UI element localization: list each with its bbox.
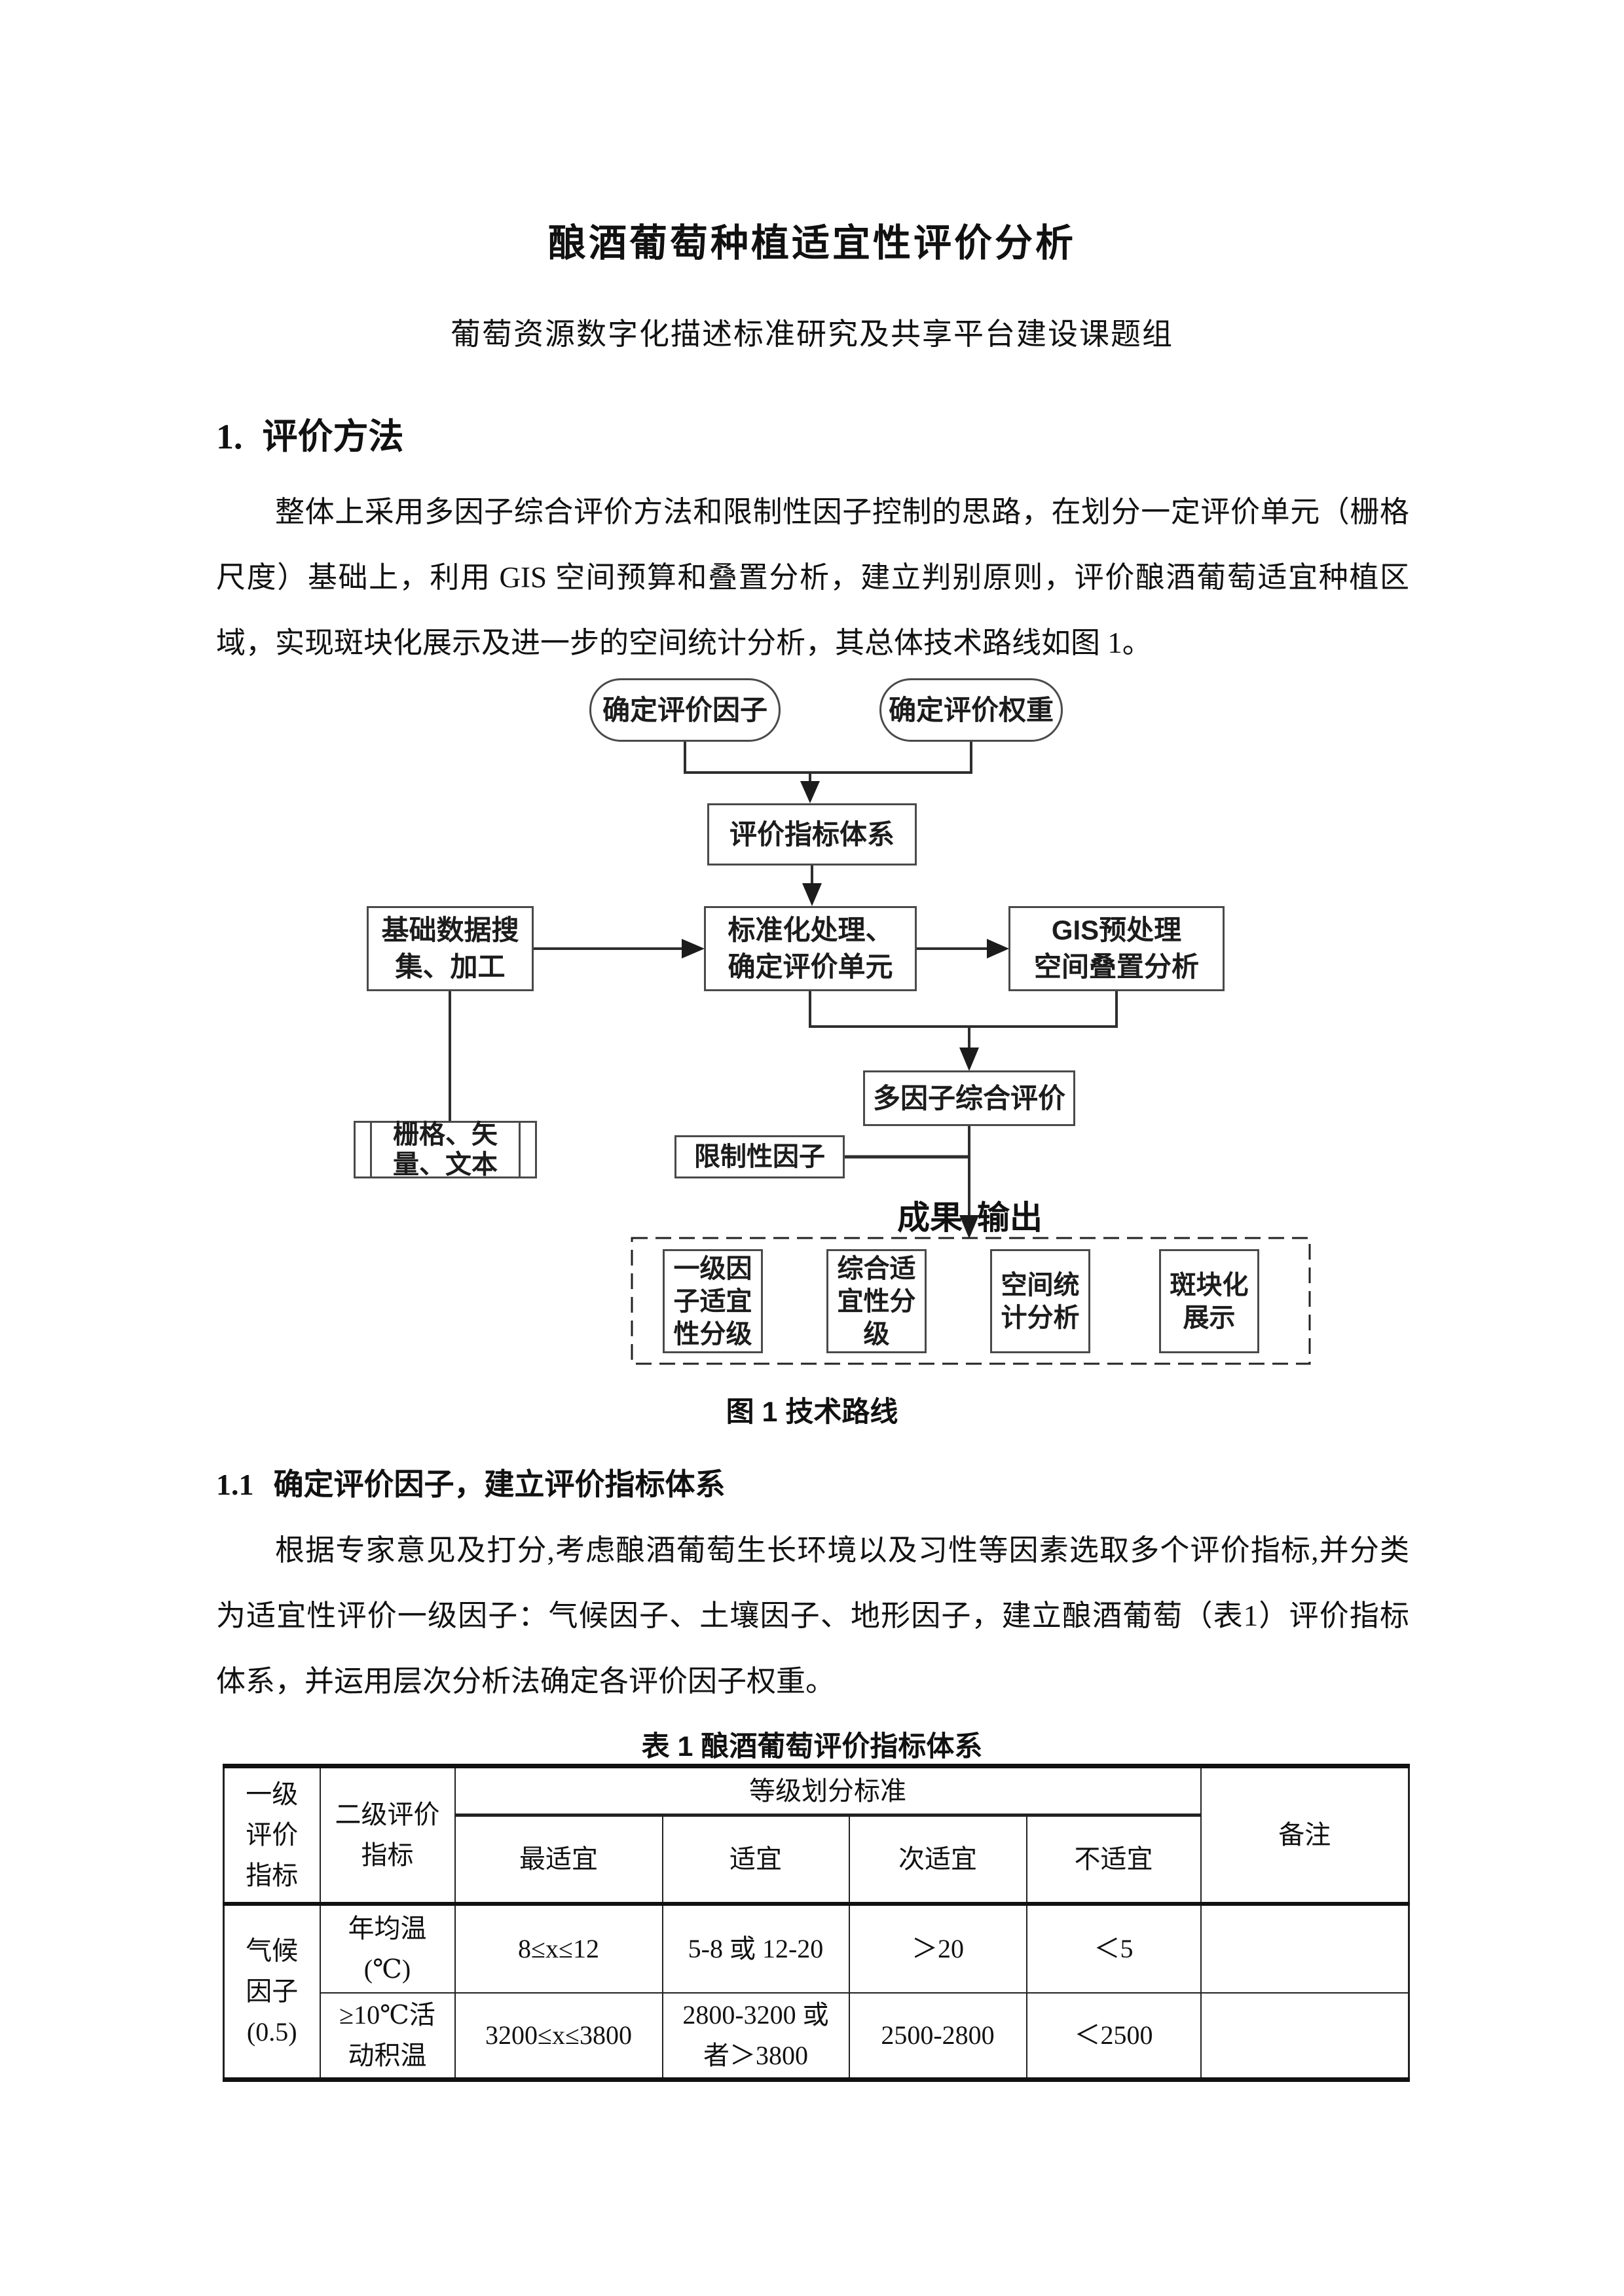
table-row-accumulated-temp: ≥10℃活 动积温 3200≤x≤3800 2800-3200 或 者＞3800… — [224, 1992, 1410, 2081]
flow-node-multifactor-evaluation: 多因子综合评价 — [863, 1070, 1075, 1126]
flow-node-determine-weights: 确定评价权重 — [879, 678, 1063, 742]
header-grade-suitable: 适宜 — [661, 1814, 850, 1906]
cell-remark — [1200, 1903, 1410, 1994]
cell-remark — [1200, 1992, 1410, 2081]
table-row-annual-temp: 气候 因子 (0.5) 年均温 (℃) 8≤x≤12 5-8 或 12-20 ＞… — [223, 1903, 1410, 2081]
header-grade-best: 最适宜 — [454, 1814, 663, 1906]
flow-node-raster-label: 栅格、矢 量、文本 — [393, 1120, 498, 1179]
flow-node-gis-preprocess: GIS预处理 空间叠置分析 — [1008, 906, 1225, 991]
section-1-heading: 1. 评价方法 — [216, 407, 404, 459]
section-1-1-number: 1.1 — [216, 1468, 254, 1501]
section-1-1-heading: 1.1 确定评价因子，建立评价指标体系 — [216, 1461, 726, 1504]
table-header-row-1: 一级 评价 指标 二级评价 指标 等级划分标准 备注 — [223, 1765, 1410, 1906]
doc-subtitle: 葡萄资源数字化描述标准研究及共享平台建设课题组 — [451, 318, 1173, 351]
cell-indicator: 年均温 (℃) — [319, 1903, 456, 1994]
section-1-number: 1. — [216, 417, 243, 456]
header-remark: 备注 — [1200, 1765, 1410, 1906]
flow-node-patch-display: 斑块化 展示 — [1159, 1249, 1259, 1353]
double-bar-right — [519, 1122, 521, 1177]
header-level2-indicator: 二级评价 指标 — [319, 1765, 456, 1906]
header-grade-less-suitable: 次适宜 — [848, 1814, 1027, 1906]
table-header-row-2: 最适宜 适宜 次适宜 不适宜 — [224, 1814, 1409, 1906]
flow-node-determine-factors: 确定评价因子 — [589, 678, 781, 742]
doc-title: 酿酒葡萄种植适宜性评价分析 — [547, 222, 1076, 264]
cell-less-suitable: 2500-2800 — [848, 1992, 1027, 2081]
double-bar-left — [370, 1122, 372, 1177]
flow-node-primary-factor-grading: 一级因 子适宜 性分级 — [663, 1249, 763, 1353]
flow-node-standardize: 标准化处理、 确定评价单元 — [704, 906, 917, 991]
header-level1-indicator: 一级 评价 指标 — [223, 1765, 321, 1906]
flow-node-index-system: 评价指标体系 — [707, 803, 917, 866]
output-label-left: 成果 — [897, 1199, 963, 1236]
section-1-paragraph: 整体上采用多因子综合评价方法和限制性因子控制的思路，在划分一定评价单元（栅格尺度… — [216, 496, 1409, 659]
flow-node-limiting-factor: 限制性因子 — [674, 1135, 845, 1178]
cell-suitable: 2800-3200 或 者＞3800 — [661, 1992, 850, 2081]
section-1-1-paragraph: 根据专家意见及打分,考虑酿酒葡萄生长环境以及习性等因素选取多个评价指标,并分类为… — [216, 1534, 1409, 1698]
output-dashed-container — [631, 1237, 1311, 1365]
arrowhead-icons — [682, 781, 1009, 1239]
header-grading-standard: 等级划分标准 — [454, 1765, 1202, 1817]
flow-node-raster-vector-text: 栅格、矢 量、文本 — [354, 1120, 537, 1179]
evaluation-index-table: 一级 评价 指标 二级评价 指标 等级划分标准 备注 最适宜 适宜 次适宜 不适… — [223, 1764, 1410, 2082]
header-grade-unsuitable: 不适宜 — [1025, 1814, 1202, 1906]
cell-suitable: 5-8 或 12-20 — [661, 1903, 850, 1994]
cell-unsuitable: ＜5 — [1025, 1903, 1202, 1994]
cell-best: 3200≤x≤3800 — [454, 1992, 663, 2081]
cell-factor-group: 气候 因子 (0.5) — [223, 1903, 321, 2081]
section-1-title: 评价方法 — [262, 417, 404, 456]
flow-node-comprehensive-grading: 综合适 宜性分 级 — [826, 1249, 927, 1353]
cell-best: 8≤x≤12 — [454, 1903, 663, 1994]
cell-unsuitable: ＜2500 — [1025, 1992, 1202, 2081]
output-label-right: 输出 — [977, 1199, 1043, 1236]
flow-node-spatial-statistics: 空间统 计分析 — [990, 1249, 1090, 1353]
figure-1-caption: 图 1 技术路线 — [726, 1396, 898, 1428]
cell-indicator: ≥10℃活 动积温 — [319, 1992, 456, 2081]
section-1-1-title: 确定评价因子，建立评价指标体系 — [273, 1467, 726, 1501]
table-1-caption: 表 1 酿酒葡萄评价指标体系 — [641, 1731, 983, 1762]
flowchart-connector-lines — [449, 740, 1311, 1365]
flow-node-base-data: 基础数据搜 集、加工 — [367, 906, 534, 991]
cell-less-suitable: ＞20 — [848, 1903, 1027, 1994]
technical-route-flowchart: 确定评价因子 确定评价权重 评价指标体系 基础数据搜 集、加工 标准化处理、 确… — [327, 668, 1323, 1372]
